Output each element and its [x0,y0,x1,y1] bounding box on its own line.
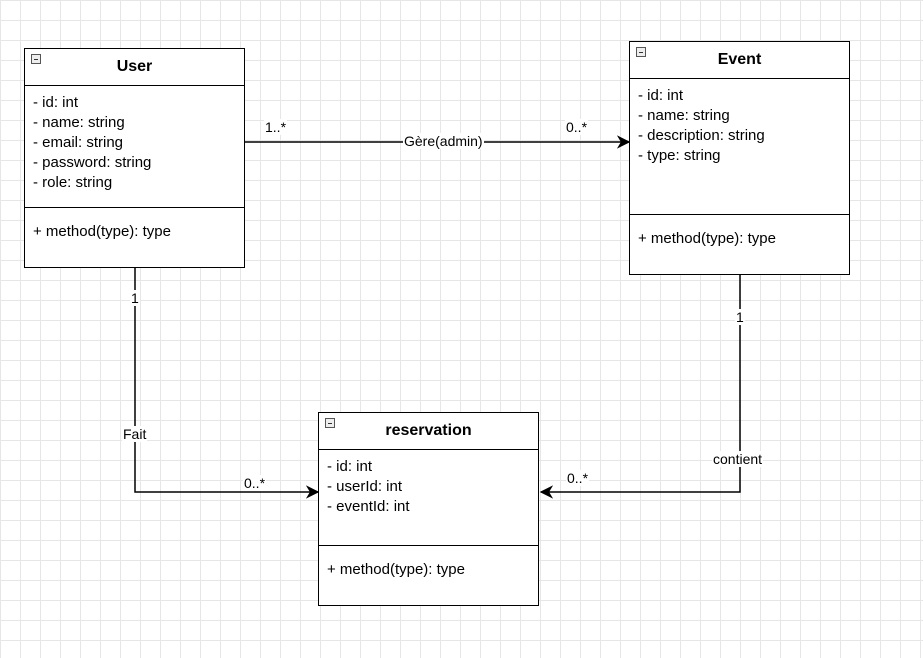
attribute: - type: string [638,147,721,164]
collapse-icon[interactable] [31,54,41,64]
user-attributes[interactable]: - id: int - name: string - email: string… [25,86,244,208]
reservation-methods[interactable]: + method(type): type [319,546,538,580]
attribute: - name: string [33,114,125,131]
reservation-attributes[interactable]: - id: int - userId: int - eventId: int [319,450,538,546]
method: + method(type): type [33,223,171,240]
user-methods[interactable]: + method(type): type [25,208,244,242]
gere-source-multiplicity: 1..* [264,119,288,135]
fait-association-label: Fait [122,426,148,442]
user-class[interactable]: User - id: int - name: string - email: s… [24,48,245,268]
gere-association-label: Gère(admin) [403,133,484,149]
event-class-header[interactable]: Event [630,42,849,79]
collapse-icon[interactable] [325,418,335,428]
class-name: User [116,58,153,75]
reservation-class-header[interactable]: reservation [319,413,538,450]
contient-association-label: contient [712,451,764,467]
method: + method(type): type [327,561,465,578]
gere-target-multiplicity: 0..* [565,119,589,135]
attribute: - role: string [33,174,113,191]
class-name: reservation [385,422,472,439]
event-class[interactable]: Event - id: int - name: string - descrip… [629,41,850,275]
user-class-header[interactable]: User [25,49,244,86]
attribute: - userId: int [327,478,403,495]
fait-association-line[interactable] [134,268,320,499]
reservation-class[interactable]: reservation - id: int - userId: int - ev… [318,412,539,606]
attribute: - name: string [638,107,730,124]
attribute: - email: string [33,134,124,151]
attribute: - description: string [638,127,765,144]
method: + method(type): type [638,230,776,247]
attribute: - id: int [638,87,684,104]
class-name: Event [717,51,762,68]
attribute: - eventId: int [327,498,410,515]
attribute: - id: int [327,458,373,475]
fait-source-multiplicity: 1 [130,290,140,306]
contient-source-multiplicity: 1 [735,309,745,325]
contient-association-line[interactable] [539,275,741,499]
contient-target-multiplicity: 0..* [566,470,590,486]
event-attributes[interactable]: - id: int - name: string - description: … [630,79,849,215]
event-methods[interactable]: + method(type): type [630,215,849,249]
attribute: - id: int [33,94,79,111]
fait-target-multiplicity: 0..* [243,475,267,491]
collapse-icon[interactable] [636,47,646,57]
attribute: - password: string [33,154,152,171]
